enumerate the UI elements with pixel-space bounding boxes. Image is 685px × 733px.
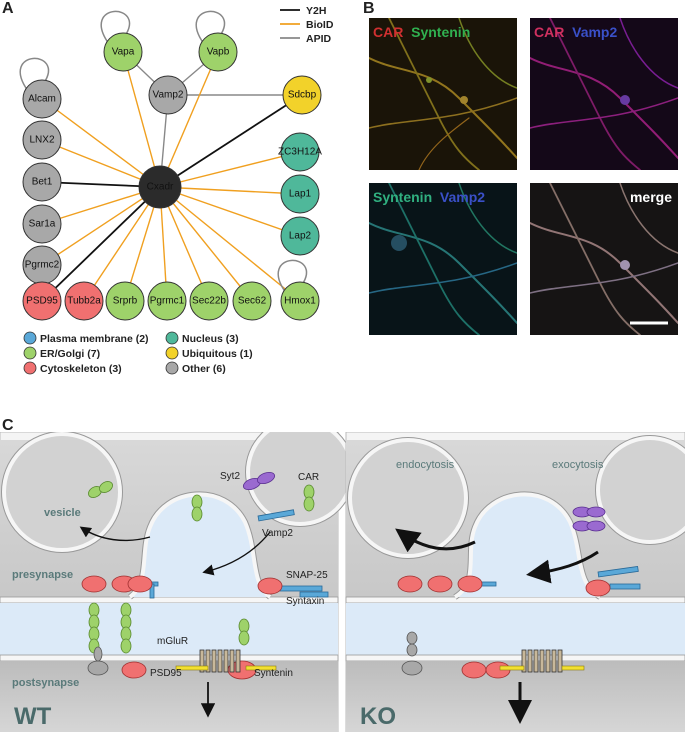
micrograph-syntenin-vamp2: Syntenin Vamp2 <box>369 183 517 335</box>
legend-swatch-cyto <box>23 361 37 375</box>
synapse-schematic: vesicle Syt2 CAR Vamp2 presynapse SNAP-2… <box>0 432 685 732</box>
micrograph-car-syntenin: CAR Syntenin <box>369 18 517 170</box>
node-label: Vapb <box>207 47 230 58</box>
legend-category-nucleus: Nucleus (3) <box>182 333 239 345</box>
legend-swatch-other <box>165 361 179 375</box>
legend-swatch-nucleus <box>165 331 179 345</box>
node-label: Bet1 <box>32 177 53 188</box>
node-label: PSD95 <box>26 296 58 307</box>
mic3-label-1: Syntenin <box>373 189 433 205</box>
legend-label-apid: APID <box>306 33 332 45</box>
legend-label-y2h: Y2H <box>306 5 326 17</box>
mic1-label-2: Syntenin <box>411 24 471 40</box>
self-loop-vapb <box>195 10 226 45</box>
mic2-label-1: CAR <box>534 24 565 40</box>
ko-panel: endocytosis exocytosis KO <box>345 432 685 732</box>
node-cxadr: Cxadr <box>138 165 182 209</box>
self-loop-alcam <box>19 57 50 92</box>
label-ko: KO <box>360 703 396 730</box>
node-zc3h12a: ZC3H12A <box>278 132 322 172</box>
label-vesicle: vesicle <box>44 507 81 519</box>
node-vamp2: Vamp2 <box>148 75 188 115</box>
node-label: ZC3H12A <box>278 147 322 158</box>
node-bet1: Bet1 <box>22 162 62 202</box>
label-exocytosis: exocytosis <box>552 459 604 471</box>
node-label: Pgrmc2 <box>25 260 60 271</box>
legend-category-cyto: Cytoskeleton (3) <box>40 363 122 375</box>
self-loops <box>19 10 308 294</box>
node-pgrmc1: Pgrmc1 <box>147 281 187 321</box>
node-tubb2a: Tubb2a <box>64 281 104 321</box>
label-presynapse: presynapse <box>12 569 73 581</box>
node-label: Pgrmc1 <box>150 296 185 307</box>
label-psd95: PSD95 <box>150 668 182 679</box>
mic4-label: merge <box>629 189 672 205</box>
micrograph-car-vamp2: CAR Vamp2 <box>530 18 678 170</box>
label-snap25: SNAP-25 <box>286 570 328 581</box>
panel-label-a: A <box>2 0 14 17</box>
node-lap2: Lap2 <box>280 216 320 256</box>
label-endocytosis: endocytosis <box>396 459 455 471</box>
panel-label-c: C <box>2 417 14 434</box>
edge-type-legend: Y2H BioID APID <box>280 5 334 45</box>
self-loop-hmox1 <box>277 259 308 294</box>
node-label: Vamp2 <box>153 90 184 101</box>
wt-panel: vesicle Syt2 CAR Vamp2 presynapse SNAP-2… <box>0 432 355 732</box>
node-label: Alcam <box>28 94 56 105</box>
label-car: CAR <box>298 472 319 483</box>
node-label: Sec22b <box>192 296 226 307</box>
node-srprb: Srprb <box>105 281 145 321</box>
node-label: Cxadr <box>147 182 174 193</box>
legend-category-ubiq: Ubiquitous (1) <box>182 348 253 360</box>
self-loop-vapa <box>100 10 131 45</box>
node-label: Srprb <box>113 296 138 307</box>
node-psd95: PSD95 <box>22 281 62 321</box>
node-lap1: Lap1 <box>280 174 320 214</box>
micrograph-merge: merge <box>530 183 678 335</box>
node-label: Sec62 <box>238 296 267 307</box>
node-label: Tubb2a <box>67 296 101 307</box>
legend-category-pm: Plasma membrane (2) <box>40 333 149 345</box>
node-sar1a: Sar1a <box>22 204 62 244</box>
label-postsynapse: postsynapse <box>12 677 79 689</box>
node-label: Sar1a <box>29 219 56 230</box>
legend-category-other: Other (6) <box>182 363 226 375</box>
node-label: LNX2 <box>29 135 54 146</box>
node-label: Sdcbp <box>288 90 317 101</box>
node-sec22b: Sec22b <box>189 281 229 321</box>
node-pgrmc2: Pgrmc2 <box>22 245 62 285</box>
legend-label-bioid: BioID <box>306 19 334 31</box>
node-label: Vapa <box>112 47 135 58</box>
panel-label-b: B <box>363 0 375 17</box>
node-label: Lap1 <box>289 189 312 200</box>
mic2-label-2: Vamp2 <box>572 24 618 40</box>
node-lnx2: LNX2 <box>22 120 62 160</box>
node-hmox1: Hmox1 <box>280 281 320 321</box>
node-alcam: Alcam <box>22 79 62 119</box>
node-sec62: Sec62 <box>232 281 272 321</box>
category-legend: Plasma membrane (2) Nucleus (3) ER/Golgi (… <box>23 331 253 375</box>
node-label: Hmox1 <box>284 296 316 307</box>
label-syt2: Syt2 <box>220 471 240 482</box>
label-wt: WT <box>14 703 52 730</box>
network-edges <box>41 51 303 302</box>
label-syntaxin: Syntaxin <box>286 596 324 607</box>
mic3-label-2: Vamp2 <box>439 189 486 205</box>
mic1-label-1: CAR <box>373 24 404 40</box>
legend-swatch-ubiq <box>165 346 179 360</box>
legend-swatch-pm <box>23 331 37 345</box>
node-sdcbp: Sdcbp <box>282 75 322 115</box>
legend-category-er: ER/Golgi (7) <box>40 348 100 360</box>
node-vapb: Vapb <box>198 32 238 72</box>
label-vamp2: Vamp2 <box>262 528 293 539</box>
node-label: Lap2 <box>289 231 312 242</box>
node-vapa: Vapa <box>103 32 143 72</box>
label-mglur: mGluR <box>157 636 188 647</box>
legend-swatch-er <box>23 346 37 360</box>
label-syntenin: Syntenin <box>254 668 293 679</box>
